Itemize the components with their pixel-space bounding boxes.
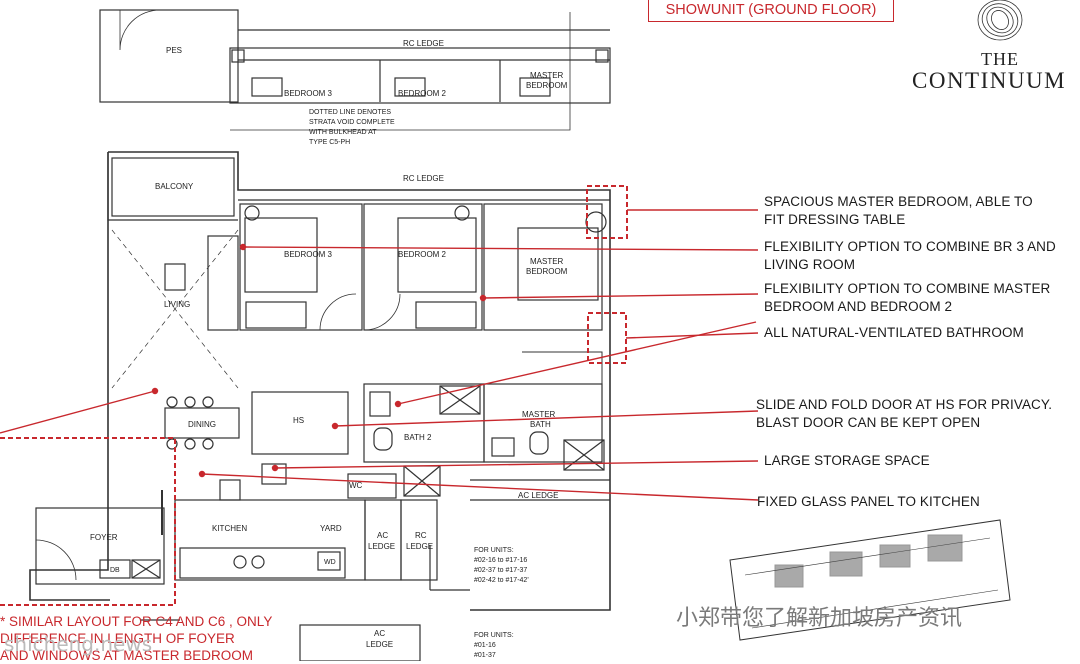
label-ledge-b: LEDGE: [366, 640, 393, 649]
units2-0: FOR UNITS:: [474, 632, 514, 639]
label-bedroom2-top: BEDROOM 2: [398, 89, 447, 98]
annotation-line: LIVING ROOM: [764, 256, 856, 272]
similar-layout-note: * SIMILAR LAYOUT FOR C4 AND C6 , ONLY DI…: [0, 613, 272, 664]
annotation-line: FLEXIBILITY OPTION TO COMBINE MASTER: [764, 281, 1051, 296]
kitchen-room: [174, 499, 366, 581]
strata-note-4: TYPE C5-PH: [309, 139, 350, 146]
label-bath2: BATH 2: [404, 433, 432, 442]
label-ac-ledge: AC LEDGE: [518, 491, 558, 500]
label-master-top: MASTER: [530, 71, 564, 80]
units2-2: #01-37: [474, 652, 496, 659]
bedroom2-room: [363, 203, 483, 331]
label-pes: PES: [166, 46, 182, 55]
label-rc-ledge-top: RC LEDGE: [403, 39, 444, 48]
note-line: AND WINDOWS AT MASTER BEDROOM: [0, 648, 254, 663]
foyer-room: [35, 507, 165, 585]
label-living: LIVING: [164, 300, 190, 309]
leader-storage: [274, 460, 759, 469]
label-bedroom3-top: BEDROOM 3: [284, 89, 333, 98]
annotation-slide-fold: SLIDE AND FOLD DOOR AT HS FOR PRIVACY. B…: [756, 396, 1052, 431]
label-master-bath-1: MASTER: [522, 410, 556, 419]
note-line: * SIMILAR LAYOUT FOR C4 AND C6 , ONLY: [0, 614, 273, 629]
note-line: DIFFERENCE IN LENGTH OF FOYER: [0, 631, 235, 646]
watermark-cn: 小郑带您了解新加坡房产资讯: [676, 606, 963, 631]
annotation-line: FIT DRESSING TABLE: [764, 211, 906, 227]
brand-bottom: CONTINUUM: [912, 68, 1067, 93]
label-wd: WD: [324, 559, 336, 566]
leader-bathroom: [625, 332, 759, 339]
annotation-line: BLAST DOOR CAN BE KEPT OPEN: [756, 414, 981, 430]
upper-bedrooms: [229, 47, 611, 104]
strata-note-3: WITH BULKHEAD AT: [309, 129, 377, 136]
label-master: MASTER: [530, 257, 564, 266]
label-rc-ledge: RC LEDGE: [403, 174, 444, 183]
label-kitchen: KITCHEN: [212, 524, 247, 533]
leader-slide-fold: [334, 410, 759, 427]
label-ac-b: AC: [374, 629, 385, 638]
leader-combine-master: [482, 293, 759, 299]
label-yard: YARD: [320, 524, 342, 533]
annotation-line: SPACIOUS MASTER BEDROOM, ABLE TO: [764, 194, 1033, 209]
label-rc-ledge-2: LEDGE: [406, 542, 433, 551]
annotation-line: FIXED GLASS PANEL TO KITCHEN: [757, 494, 980, 509]
label-ac: AC: [377, 531, 388, 540]
balcony-area: [111, 157, 235, 217]
annotation-storage: LARGE STORAGE SPACE: [764, 452, 930, 470]
leader-glass-panel: [201, 473, 759, 501]
units1-3: #02-42 to #17-42': [474, 577, 529, 584]
master-bedroom-room: [483, 203, 603, 331]
annotation-line: BEDROOM AND BEDROOM 2: [764, 298, 953, 314]
brand-top: THE: [981, 49, 1019, 69]
units1-1: #02-16 to #17-16: [474, 557, 527, 564]
annotation-line: LARGE STORAGE SPACE: [764, 453, 930, 468]
pes-area: [99, 9, 239, 103]
highlight-master-dressing: [586, 185, 628, 239]
master-bath-room: [483, 383, 603, 463]
annotation-combine-master: FLEXIBILITY OPTION TO COMBINE MASTER BED…: [764, 280, 1050, 315]
highlight-bathroom-window: [587, 312, 627, 364]
label-master-bath-2: BATH: [530, 420, 551, 429]
label-rc: RC: [415, 531, 427, 540]
strata-note-2: STRATA VOID COMPLETE: [309, 119, 395, 126]
label-balcony: BALCONY: [155, 182, 194, 191]
label-bedroom2: BEDROOM 2: [398, 250, 447, 259]
label-foyer: FOYER: [90, 533, 118, 542]
label-wc: WC: [349, 481, 363, 490]
label-bedroom-top: BEDROOM: [526, 81, 568, 90]
site-key-plan: [729, 519, 1011, 641]
annotation-line: FLEXIBILITY OPTION TO COMBINE BR 3 AND: [764, 239, 1056, 254]
showunit-badge: SHOWUNIT (GROUND FLOOR): [648, 0, 894, 22]
brand-logo-mark: [977, 0, 1023, 41]
units1-2: #02-37 to #17-37: [474, 567, 527, 574]
leader-bathroom-2: [397, 321, 757, 405]
bedroom3-room: [239, 203, 363, 331]
watermark-site: shicheng.news: [4, 632, 153, 656]
label-hs: HS: [293, 416, 304, 425]
annotation-master-bedroom: SPACIOUS MASTER BEDROOM, ABLE TO FIT DRE…: [764, 193, 1033, 228]
annotation-line: ALL NATURAL-VENTILATED BATHROOM: [764, 325, 1024, 340]
label-bedroom: BEDROOM: [526, 267, 568, 276]
label-bedroom3: BEDROOM 3: [284, 250, 333, 259]
units1-0: FOR UNITS:: [474, 547, 514, 554]
annotation-bathroom: ALL NATURAL-VENTILATED BATHROOM: [764, 324, 1024, 342]
label-db: DB: [110, 567, 120, 574]
hs-room: [251, 391, 349, 455]
annotation-glass-panel: FIXED GLASS PANEL TO KITCHEN: [757, 493, 980, 511]
leader-living: [0, 390, 156, 434]
annotation-line: SLIDE AND FOLD DOOR AT HS FOR PRIVACY.: [756, 397, 1053, 412]
label-dining: DINING: [188, 420, 216, 429]
strata-note-1: DOTTED LINE DENOTES: [309, 109, 391, 116]
highlight-foyer: [0, 437, 176, 606]
leader-br3: [242, 246, 759, 251]
annotation-combine-br3: FLEXIBILITY OPTION TO COMBINE BR 3 AND L…: [764, 238, 1056, 273]
label-ac-ledge-2: LEDGE: [368, 542, 395, 551]
units2-1: #01-16: [474, 642, 496, 649]
